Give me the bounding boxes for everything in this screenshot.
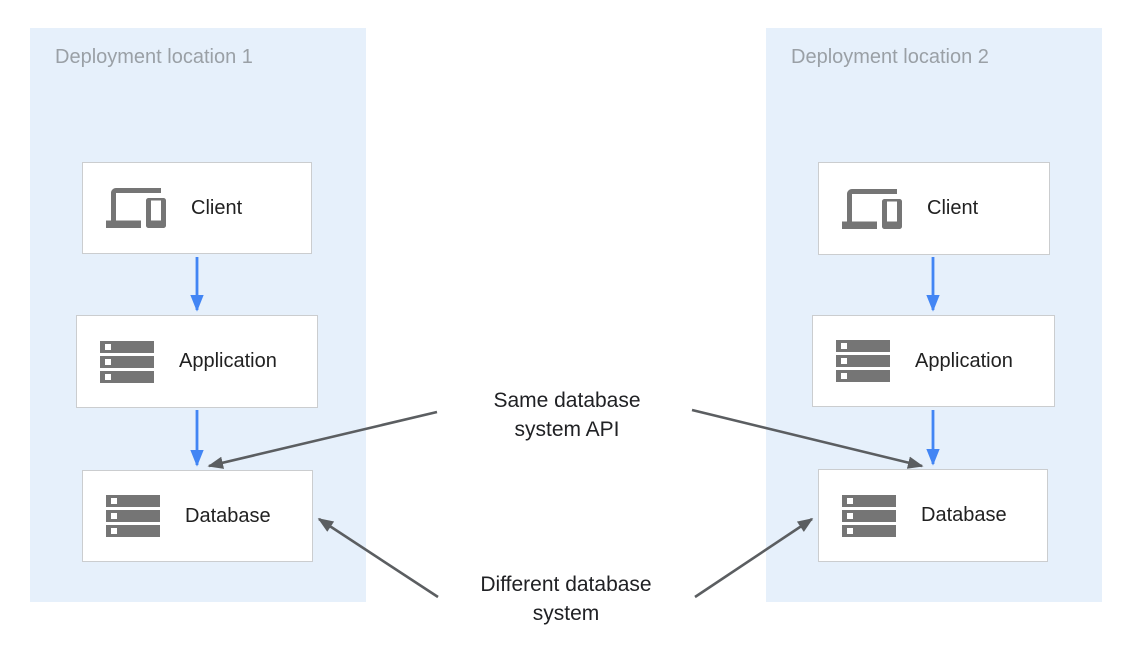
- client-node-1: Client: [82, 162, 312, 254]
- database-node-1: Database: [82, 470, 313, 562]
- database-node-2: Database: [818, 469, 1048, 562]
- node-label: Client: [191, 196, 243, 219]
- application-node-2: Application: [812, 315, 1055, 407]
- node-label: Database: [921, 504, 1007, 526]
- annotation-different-database-system: Different database system: [480, 573, 652, 625]
- panel-title: Deployment location 1: [55, 46, 253, 68]
- annotation-same-database-system-api: Same database system API: [493, 389, 641, 441]
- node-label: Client: [927, 197, 979, 219]
- node-label: Application: [179, 350, 277, 372]
- storage-icon: [842, 494, 896, 537]
- storage-icon: [106, 495, 160, 537]
- client-node-2: Client: [818, 162, 1050, 255]
- devices-icon: [106, 188, 166, 228]
- panel-title: Deployment location 2: [791, 46, 989, 68]
- node-label: Database: [185, 504, 271, 527]
- storage-icon: [100, 340, 154, 383]
- node-label: Application: [915, 349, 1013, 372]
- devices-icon: [842, 188, 902, 229]
- storage-icon: [836, 340, 890, 382]
- application-node-1: Application: [76, 315, 318, 408]
